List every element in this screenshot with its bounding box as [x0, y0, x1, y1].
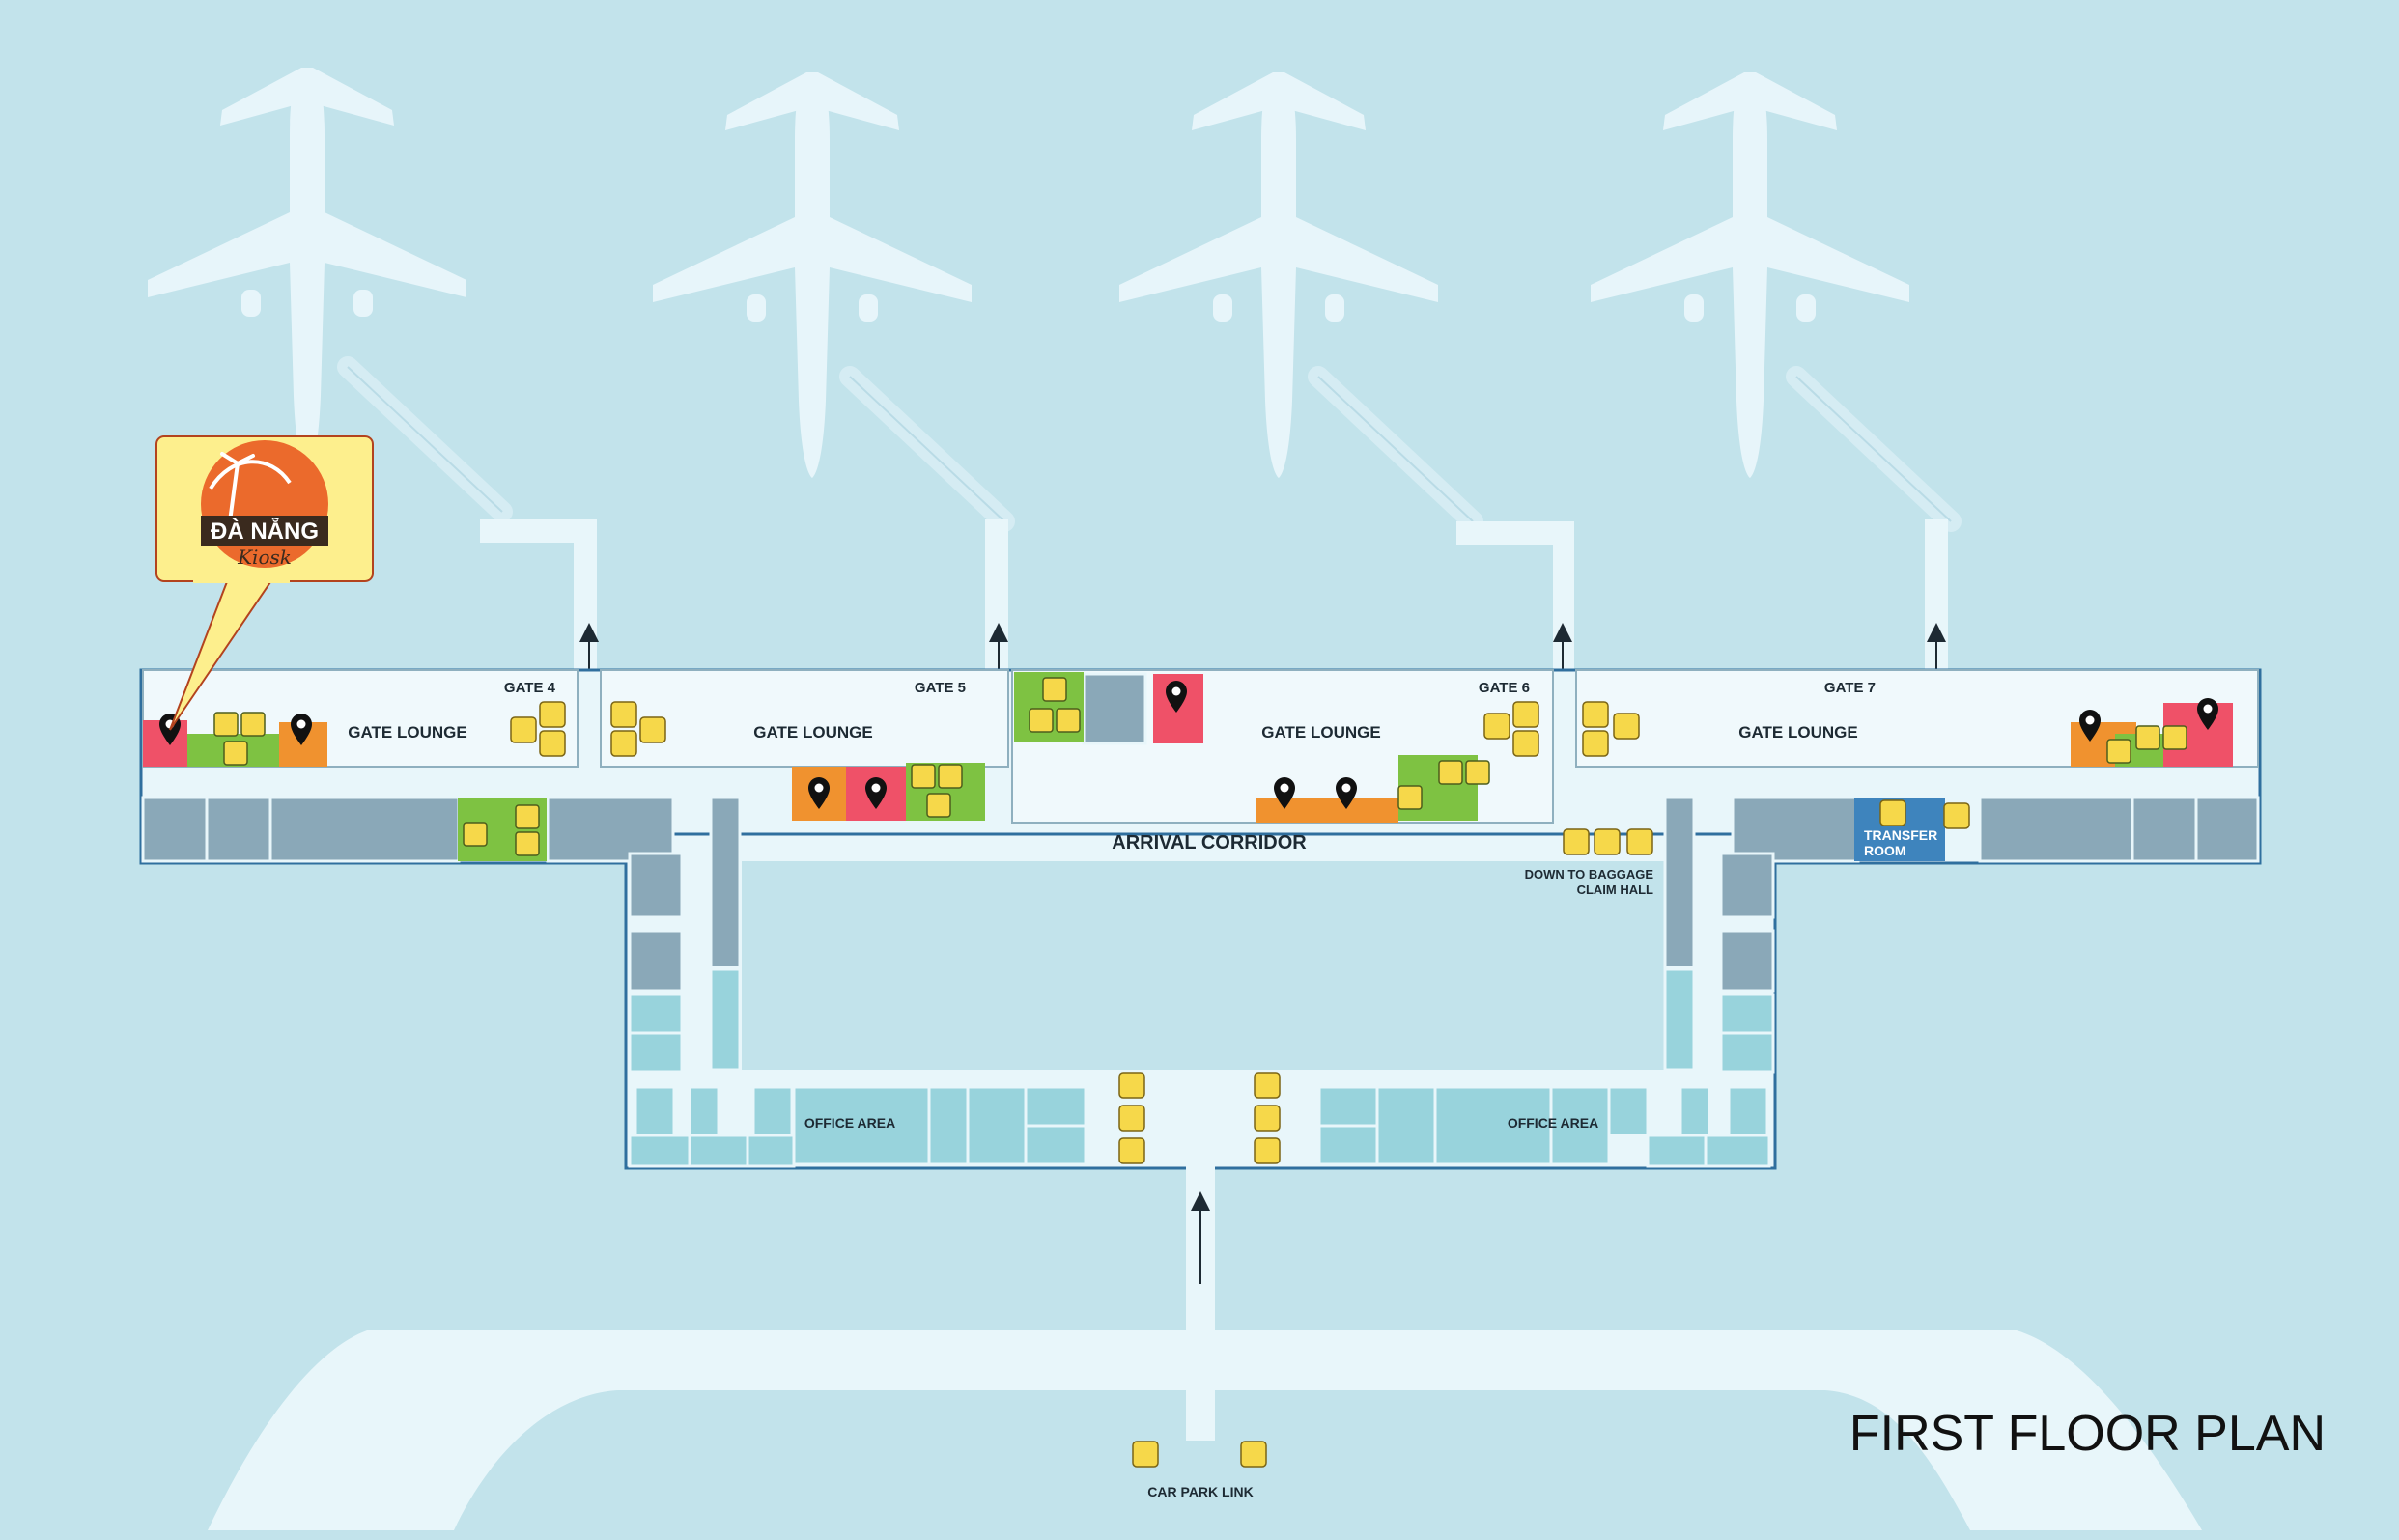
moving-walkway-icon [1582, 730, 1609, 757]
elevator-icon [1512, 701, 1539, 728]
kiosk-callout: ĐÀ NẴNG Kiosk [155, 435, 374, 731]
moving-walkway-icon [1626, 828, 1653, 855]
elevator-icon [1582, 701, 1609, 728]
car-park-road [208, 1330, 2202, 1530]
family-restroom-icon [911, 764, 936, 789]
gate-lounge-4: GATE LOUNGE [348, 723, 466, 742]
courtyard [742, 861, 1665, 1070]
office-area-left: OFFICE AREA [804, 1115, 895, 1131]
car-park-link-label: CAR PARK LINK [1147, 1484, 1253, 1499]
family-restroom-icon [213, 712, 239, 737]
elevator-icon [1594, 828, 1621, 855]
moving-walkway-icon [1254, 1105, 1281, 1132]
restroom-icon [223, 741, 248, 766]
escalator-icon [639, 716, 666, 743]
transfer-room-line2: ROOM [1864, 843, 1906, 858]
arrival-corridor-label: ARRIVAL CORRIDOR [1112, 832, 1307, 854]
restroom-icon [926, 793, 951, 818]
gate-4-label: GATE 4 [504, 680, 556, 696]
gate-5-label: GATE 5 [915, 680, 966, 696]
escalator-icon [1563, 828, 1590, 855]
escalator-icon [1132, 1441, 1159, 1468]
page-title: FIRST FLOOR PLAN [1849, 1406, 2326, 1462]
family-restroom-icon [515, 804, 540, 829]
restroom-icon [463, 822, 488, 847]
family-restroom-icon [1465, 760, 1490, 785]
wheelchair-icon [240, 712, 266, 737]
restroom-icon [1397, 785, 1423, 810]
wheelchair-icon [938, 764, 963, 789]
gate-7-label: GATE 7 [1824, 680, 1876, 696]
restroom-icons [213, 677, 2187, 856]
gate-6-label: GATE 6 [1479, 680, 1530, 696]
elevator-icon [539, 701, 566, 728]
elevator-icon [1254, 1072, 1281, 1099]
kiosk-subtitle: Kiosk [237, 546, 292, 569]
restroom-icon [1042, 677, 1067, 702]
elevator-icon [1118, 1072, 1145, 1099]
transfer-desk-icon [1879, 799, 1906, 826]
transfer-room-line1: TRANSFER [1864, 827, 1937, 843]
moving-walkway-icon [610, 730, 637, 757]
office-area-right: OFFICE AREA [1508, 1115, 1598, 1131]
family-restroom-icon [1056, 708, 1081, 733]
baggage-label-line2: CLAIM HALL [1577, 882, 1653, 897]
wheelchair-icon [1438, 760, 1463, 785]
wheelchair-icon [515, 831, 540, 856]
gate-lounge-6: GATE LOUNGE [1261, 723, 1380, 742]
wheelchair-icon [1029, 708, 1054, 733]
escalator-icon [510, 716, 537, 743]
escalator-icon [1118, 1137, 1145, 1164]
escalator-icon [1613, 713, 1640, 740]
baggage-label-line1: DOWN TO BAGGAGE [1525, 867, 1654, 882]
service-rooms [141, 672, 2260, 993]
family-restroom-icon [2162, 725, 2187, 750]
elevator-icon [1240, 1441, 1267, 1468]
elevator-icon [610, 701, 637, 728]
escalator-icon [1483, 713, 1510, 740]
escalator-icon [1254, 1137, 1281, 1164]
gate-lounge-7: GATE LOUNGE [1738, 723, 1857, 742]
elevator-icon [1943, 802, 1970, 829]
wheelchair-icon [2135, 725, 2160, 750]
moving-walkway-icon [1512, 730, 1539, 757]
moving-walkway-icon [1118, 1105, 1145, 1132]
office-rooms [628, 967, 1775, 1168]
restroom-icon [2106, 739, 2131, 764]
moving-walkway-icon [539, 730, 566, 757]
gate-lounge-5: GATE LOUNGE [753, 723, 872, 742]
kiosk-name: ĐÀ NẴNG [211, 518, 319, 545]
